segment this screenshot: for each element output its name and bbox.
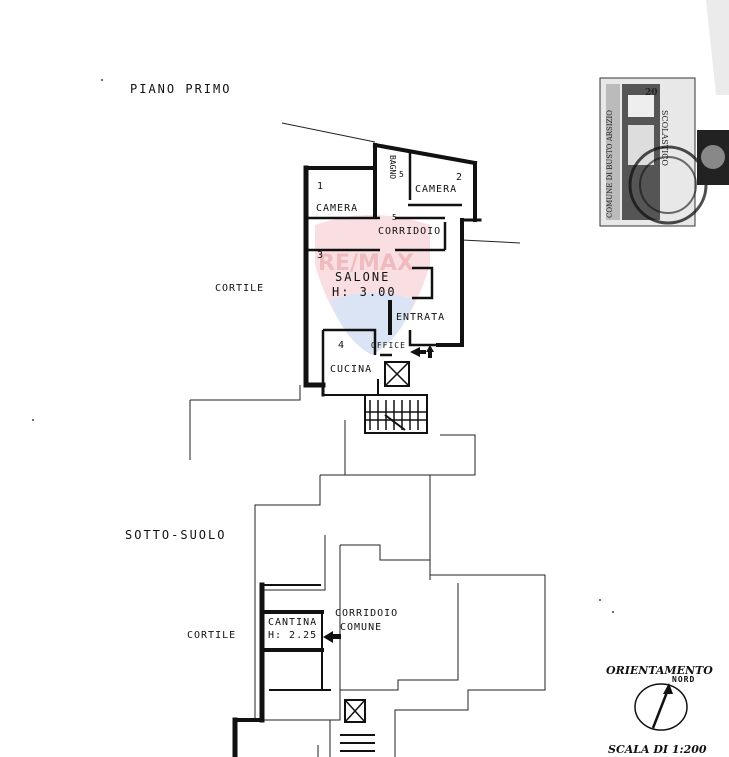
- site-outline-top: [189, 122, 521, 580]
- room-label-camera-1: CAMERA: [316, 203, 359, 214]
- label-orientamento: ORIENTAMENTO: [606, 664, 713, 677]
- room-label-office: OFFICE: [371, 341, 406, 350]
- title-first-floor: PIANO PRIMO: [130, 82, 232, 96]
- scan-dots: [32, 79, 614, 613]
- scale-value: 200: [683, 743, 707, 756]
- site-outline-basement: [254, 535, 546, 757]
- room-label-cantina: CANTINA: [268, 617, 318, 628]
- basement-arrow: [323, 631, 341, 643]
- room-label-corridoio: CORRIDOIO: [378, 226, 442, 237]
- room-number-2: 2: [456, 172, 464, 183]
- room-number-corridoio: 5: [392, 213, 398, 222]
- basement-walls: [232, 582, 331, 757]
- room-number-bagno: 5: [399, 170, 405, 179]
- label-cortile-bottom: CORTILE: [187, 630, 237, 641]
- label-corridoio-comune-2: COMUNE: [340, 622, 383, 633]
- room-label-bagno: BAGNO: [388, 155, 397, 180]
- room-label-cucina: CUCINA: [330, 364, 373, 375]
- label-corridoio-comune-1: CORRIDOIO: [335, 608, 399, 619]
- stamp-word: SCOLASTICO: [660, 110, 669, 166]
- room-height-cantina: H: 2.25: [268, 630, 318, 641]
- room-label-camera-2: CAMERA: [415, 184, 458, 195]
- room-number-4: 4: [338, 340, 346, 351]
- scale-prefix: SCALA DI 1:: [608, 743, 684, 756]
- entrance-arrows: [410, 345, 434, 358]
- scale-label: SCALA DI 1:200: [608, 743, 707, 756]
- stair-first-floor: [364, 361, 428, 434]
- room-height-salone: H: 3.00: [332, 285, 397, 299]
- room-number-1: 1: [317, 181, 325, 192]
- stamp-vertical-text: COMUNE DI BUSTO ARSIZIO: [606, 110, 614, 218]
- room-label-entrata: ENTRATA: [396, 312, 446, 323]
- room-label-salone: SALONE: [335, 270, 391, 284]
- stair-basement: [340, 699, 375, 752]
- remax-watermark-text: RE/MAX: [318, 251, 414, 276]
- title-basement: SOTTO-SUOLO: [125, 528, 227, 542]
- revenue-stamp: [599, 0, 729, 227]
- room-number-3: 3: [317, 250, 325, 261]
- label-nord: NORD: [672, 675, 696, 684]
- north-compass: [634, 683, 688, 731]
- stamp-value: 20: [645, 88, 658, 98]
- label-cortile-top: CORTILE: [215, 283, 265, 294]
- apartment-walls: [303, 142, 482, 397]
